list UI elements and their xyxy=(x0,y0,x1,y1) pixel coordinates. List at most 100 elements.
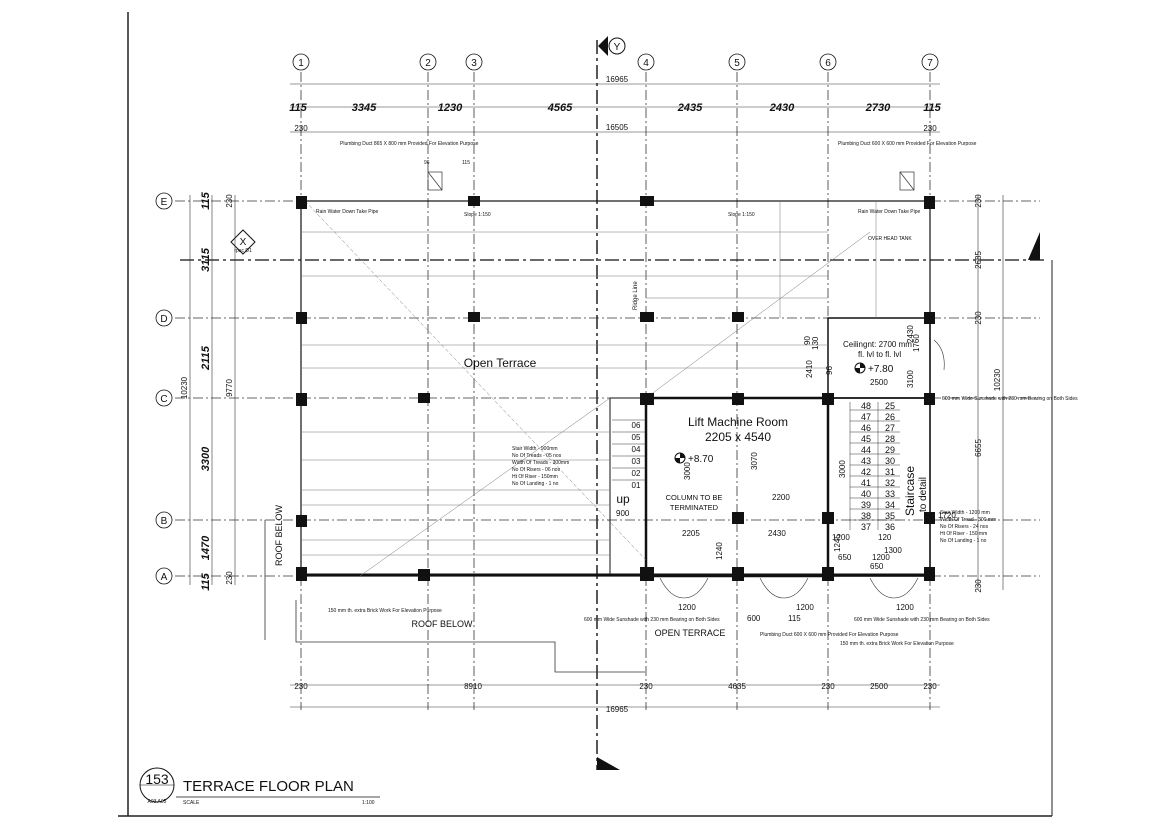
dim-top-seg-8: 115 xyxy=(923,102,941,114)
dim-misc: 3100 xyxy=(906,370,915,388)
dim-stair-bottom-1: 650 xyxy=(838,553,852,562)
stair-spec-line: No Of Treads - 05 nos xyxy=(512,453,562,459)
stair-spec-line: Stair Width - 900mm xyxy=(512,446,558,452)
small-tread-05: 05 xyxy=(632,433,641,442)
dim-bottom-seg-4: 4635 xyxy=(728,682,746,691)
dim-left-seg-3: 2115 xyxy=(200,345,212,371)
dim-right-seg-3: 230 xyxy=(974,311,983,325)
dim-top-edge-right: 230 xyxy=(923,124,937,133)
section-marker-x-label: X xyxy=(240,237,247,248)
stair-spec-line: No Of Landing - 1 no xyxy=(512,481,559,487)
level-marker-icon xyxy=(674,452,686,464)
stair-spec-right: Stair Width - 1200 mm Width Of Tread - 3… xyxy=(940,510,996,544)
tread-42: 42 xyxy=(861,467,871,477)
rain-water-right-label: Rain Water Down Take Pipe xyxy=(858,209,920,215)
dim-top-overall: 16965 xyxy=(606,75,629,84)
roof-below-outline xyxy=(264,520,645,673)
dim-stair-bottom-3: 120 xyxy=(878,533,892,542)
dim-left-edge-bottom: 230 xyxy=(225,571,234,585)
grid-label-C: C xyxy=(160,394,167,405)
section-arrow-bottom xyxy=(597,757,620,770)
dim-misc: 130 xyxy=(811,336,820,350)
rain-water-left-label: Rain Water Down Take Pipe xyxy=(316,209,378,215)
dim-bottom-seg-3: 230 xyxy=(639,682,653,691)
dim-stair-h: 3000 xyxy=(838,460,847,478)
dim-misc: 96 xyxy=(825,366,834,375)
title-block: 153 A03 A05 TERRACE FLOOR PLAN SCALE 1:1… xyxy=(139,767,380,806)
drawing-number: 153 xyxy=(145,771,169,787)
small-tread-03: 03 xyxy=(632,457,641,466)
plumbing-left-note: Plumbing Duct 865 X 800 mm Provided For … xyxy=(340,141,479,147)
section-marker-x-ref: rpec D1 xyxy=(234,248,252,254)
stair-spec-left: Stair Width - 900mm No Of Treads - 05 no… xyxy=(512,446,569,487)
section-arrow-right xyxy=(1028,232,1040,260)
plumbing-ducts xyxy=(427,171,915,191)
tread-38: 38 xyxy=(861,511,871,521)
stair-spec-line: No Of Risers - 24 nos xyxy=(940,524,989,530)
tread-26: 26 xyxy=(885,412,895,422)
dim-lift-w3: 2200 xyxy=(772,493,790,502)
dim-left-inner: 9770 xyxy=(225,379,234,397)
dim-left-seg-5: 1470 xyxy=(200,535,212,560)
grid-label-4: 4 xyxy=(643,58,649,69)
dim-bottom-seg-7: 230 xyxy=(923,682,937,691)
tread-45: 45 xyxy=(861,434,871,444)
dim-left-seg-4: 3300 xyxy=(200,446,212,471)
stair-spec-line: Ht Of Riser - 150 mm xyxy=(940,531,987,537)
stair-spec-line: Ht Of Riser - 150mm xyxy=(512,474,558,480)
dim-misc: 2500 xyxy=(870,378,888,387)
scale-label: SCALE xyxy=(183,800,200,806)
grid-label-6: 6 xyxy=(825,58,831,69)
dim-top-seg-6: 2430 xyxy=(769,102,795,114)
dim-misc: 2430 xyxy=(906,325,915,343)
structural-columns xyxy=(296,196,935,581)
ridge-line-label: Ridge Line xyxy=(633,281,639,310)
headroom-level-label: +7.80 xyxy=(868,364,894,375)
dim-stair-bottom-6: 1300 xyxy=(884,546,902,555)
roof-below-bottom-label: ROOF BELOW xyxy=(411,619,473,629)
sunshade-right-note: 600 mm Wide Sunshade with 230 mm Bearing… xyxy=(854,617,990,623)
tread-32: 32 xyxy=(885,478,895,488)
tread-27: 27 xyxy=(885,423,895,433)
grid-label-D: D xyxy=(160,314,167,325)
door-swings xyxy=(659,339,945,599)
lift-room-label: Lift Machine Room xyxy=(688,415,788,429)
dim-bottom-seg-5: 230 xyxy=(821,682,835,691)
dim-right-overall: 10230 xyxy=(993,368,1002,391)
slope-label-1: Slope 1:150 xyxy=(464,212,491,218)
tread-39: 39 xyxy=(861,500,871,510)
grid-label-A: A xyxy=(161,572,168,583)
dim-misc: 1760 xyxy=(912,334,921,352)
dim-top-inner: 16505 xyxy=(606,123,629,132)
tread-33: 33 xyxy=(885,489,895,499)
section-marker-y: Y xyxy=(598,36,626,56)
dim-lift-w2: 2430 xyxy=(768,529,786,538)
level-marker-icon xyxy=(854,362,866,374)
tread-29: 29 xyxy=(885,445,895,455)
tread-31: 31 xyxy=(885,467,895,477)
brick-left-note: 150 mm th. extra Brick Work For Elevatio… xyxy=(328,608,442,614)
dim-misc: 1245 xyxy=(833,534,842,552)
top-dimension-lines xyxy=(290,83,940,133)
dim-left-seg-2: 3115 xyxy=(200,247,212,272)
dim-stair-bottom-2: 1200 xyxy=(832,533,850,542)
stair-spec-line: Stair Width - 1200 mm xyxy=(940,510,990,516)
plumbing-right-note: Plumbing Duct 600 X 600 mm Provided For … xyxy=(838,141,977,147)
dim-lift-h3: 1240 xyxy=(715,542,724,560)
section-marker-y-label: Y xyxy=(614,42,621,53)
dim-right-seg-2: 2685 xyxy=(974,251,983,269)
dim-top-edge-left: 230 xyxy=(294,124,308,133)
dim-bottom-seg-2: 8910 xyxy=(464,682,482,691)
tread-43: 43 xyxy=(861,456,871,466)
up-label: up xyxy=(616,492,630,506)
grid-columns xyxy=(300,72,931,710)
sunshade-stair-note: 600 mm Wide Sunshade with 230 mm Bearing… xyxy=(942,396,1078,402)
terrace-slope-lines xyxy=(301,200,877,577)
dim-right-seg-1: 230 xyxy=(974,194,983,208)
tread-40: 40 xyxy=(861,489,871,499)
section-marker-x: X rpec D1 xyxy=(230,229,256,255)
scale-value: 1:100 xyxy=(362,800,375,806)
tread-30: 30 xyxy=(885,456,895,466)
dim-top-seg-3: 1230 xyxy=(438,102,463,114)
